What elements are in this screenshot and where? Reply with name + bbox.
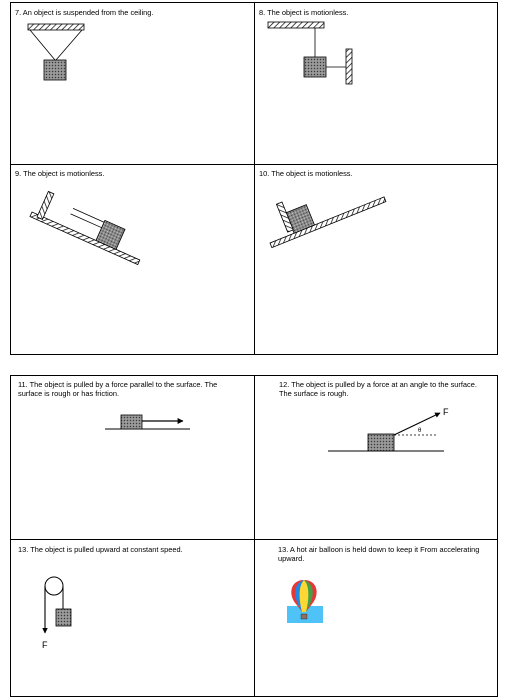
wall-8 bbox=[345, 48, 353, 85]
diagram-10-figure bbox=[269, 196, 387, 249]
block-8 bbox=[303, 56, 327, 78]
incline-9 bbox=[29, 211, 141, 266]
diagram-11-figure bbox=[105, 414, 190, 430]
caption-13: 13. The object is pulled upward at const… bbox=[18, 545, 183, 554]
bottom-panel-horizontal-divider bbox=[10, 539, 498, 540]
caption-balloon: 13. A hot air balloon is held down to ke… bbox=[278, 545, 480, 563]
diagram-9-figure bbox=[29, 190, 141, 266]
pulley-13 bbox=[44, 576, 64, 596]
top-panel-horizontal-divider bbox=[10, 164, 498, 165]
diagram-cell-11: 11. The object is pulled by a force para… bbox=[10, 375, 254, 539]
string-9-top bbox=[72, 208, 105, 223]
caption-10: 10. The object is motionless. bbox=[259, 169, 353, 178]
ceiling-7 bbox=[27, 23, 85, 31]
string-7-right bbox=[55, 29, 83, 61]
diagram-13-figure: F bbox=[42, 576, 72, 650]
diagram-12-figure: F θ bbox=[328, 407, 449, 452]
diagram-cell-12: 12. The object is pulled by a force at a… bbox=[254, 375, 498, 539]
diagram-cell-13: 13. The object is pulled upward at const… bbox=[10, 540, 254, 697]
post-9 bbox=[36, 190, 55, 220]
diagram-cell-10: 10. The object is motionless. bbox=[254, 164, 498, 355]
caption-8: 8. The object is motionless. bbox=[259, 8, 349, 17]
diagram-cell-7: 7. An object is suspended from the ceili… bbox=[10, 2, 254, 164]
hot-air-balloon-icon bbox=[287, 580, 323, 623]
diagram-cell-9: 9. The object is motionless. bbox=[10, 164, 254, 355]
diagram-8-figure bbox=[267, 21, 353, 85]
diagram-7-figure bbox=[27, 23, 85, 81]
block-13 bbox=[55, 608, 72, 627]
top-panel-vertical-divider bbox=[254, 2, 255, 355]
angle-label-12: θ bbox=[418, 428, 422, 434]
balloon-basket bbox=[300, 613, 308, 620]
diagram-cell-balloon: 13. A hot air balloon is held down to ke… bbox=[254, 540, 498, 697]
string-9-bottom bbox=[70, 213, 102, 229]
caption-12: 12. The object is pulled by a force at a… bbox=[279, 380, 477, 398]
block-12 bbox=[367, 433, 395, 452]
block-7 bbox=[43, 59, 67, 81]
caption-9: 9. The object is motionless. bbox=[15, 169, 105, 178]
force-arrow-12 bbox=[393, 412, 441, 436]
force-label-12: F bbox=[443, 407, 449, 417]
bottom-panel-vertical-divider bbox=[254, 375, 255, 697]
caption-7: 7. An object is suspended from the ceili… bbox=[15, 8, 154, 17]
block-9 bbox=[95, 219, 126, 250]
force-label-13: F bbox=[42, 640, 48, 650]
ceiling-8 bbox=[267, 21, 325, 29]
incline-10 bbox=[269, 196, 387, 249]
diagram-cell-8: 8. The object is motionless. bbox=[254, 2, 498, 164]
post-10 bbox=[275, 201, 294, 233]
block-11 bbox=[120, 414, 143, 430]
string-7-left bbox=[29, 29, 56, 61]
caption-11: 11. The object is pulled by a force para… bbox=[18, 380, 218, 398]
